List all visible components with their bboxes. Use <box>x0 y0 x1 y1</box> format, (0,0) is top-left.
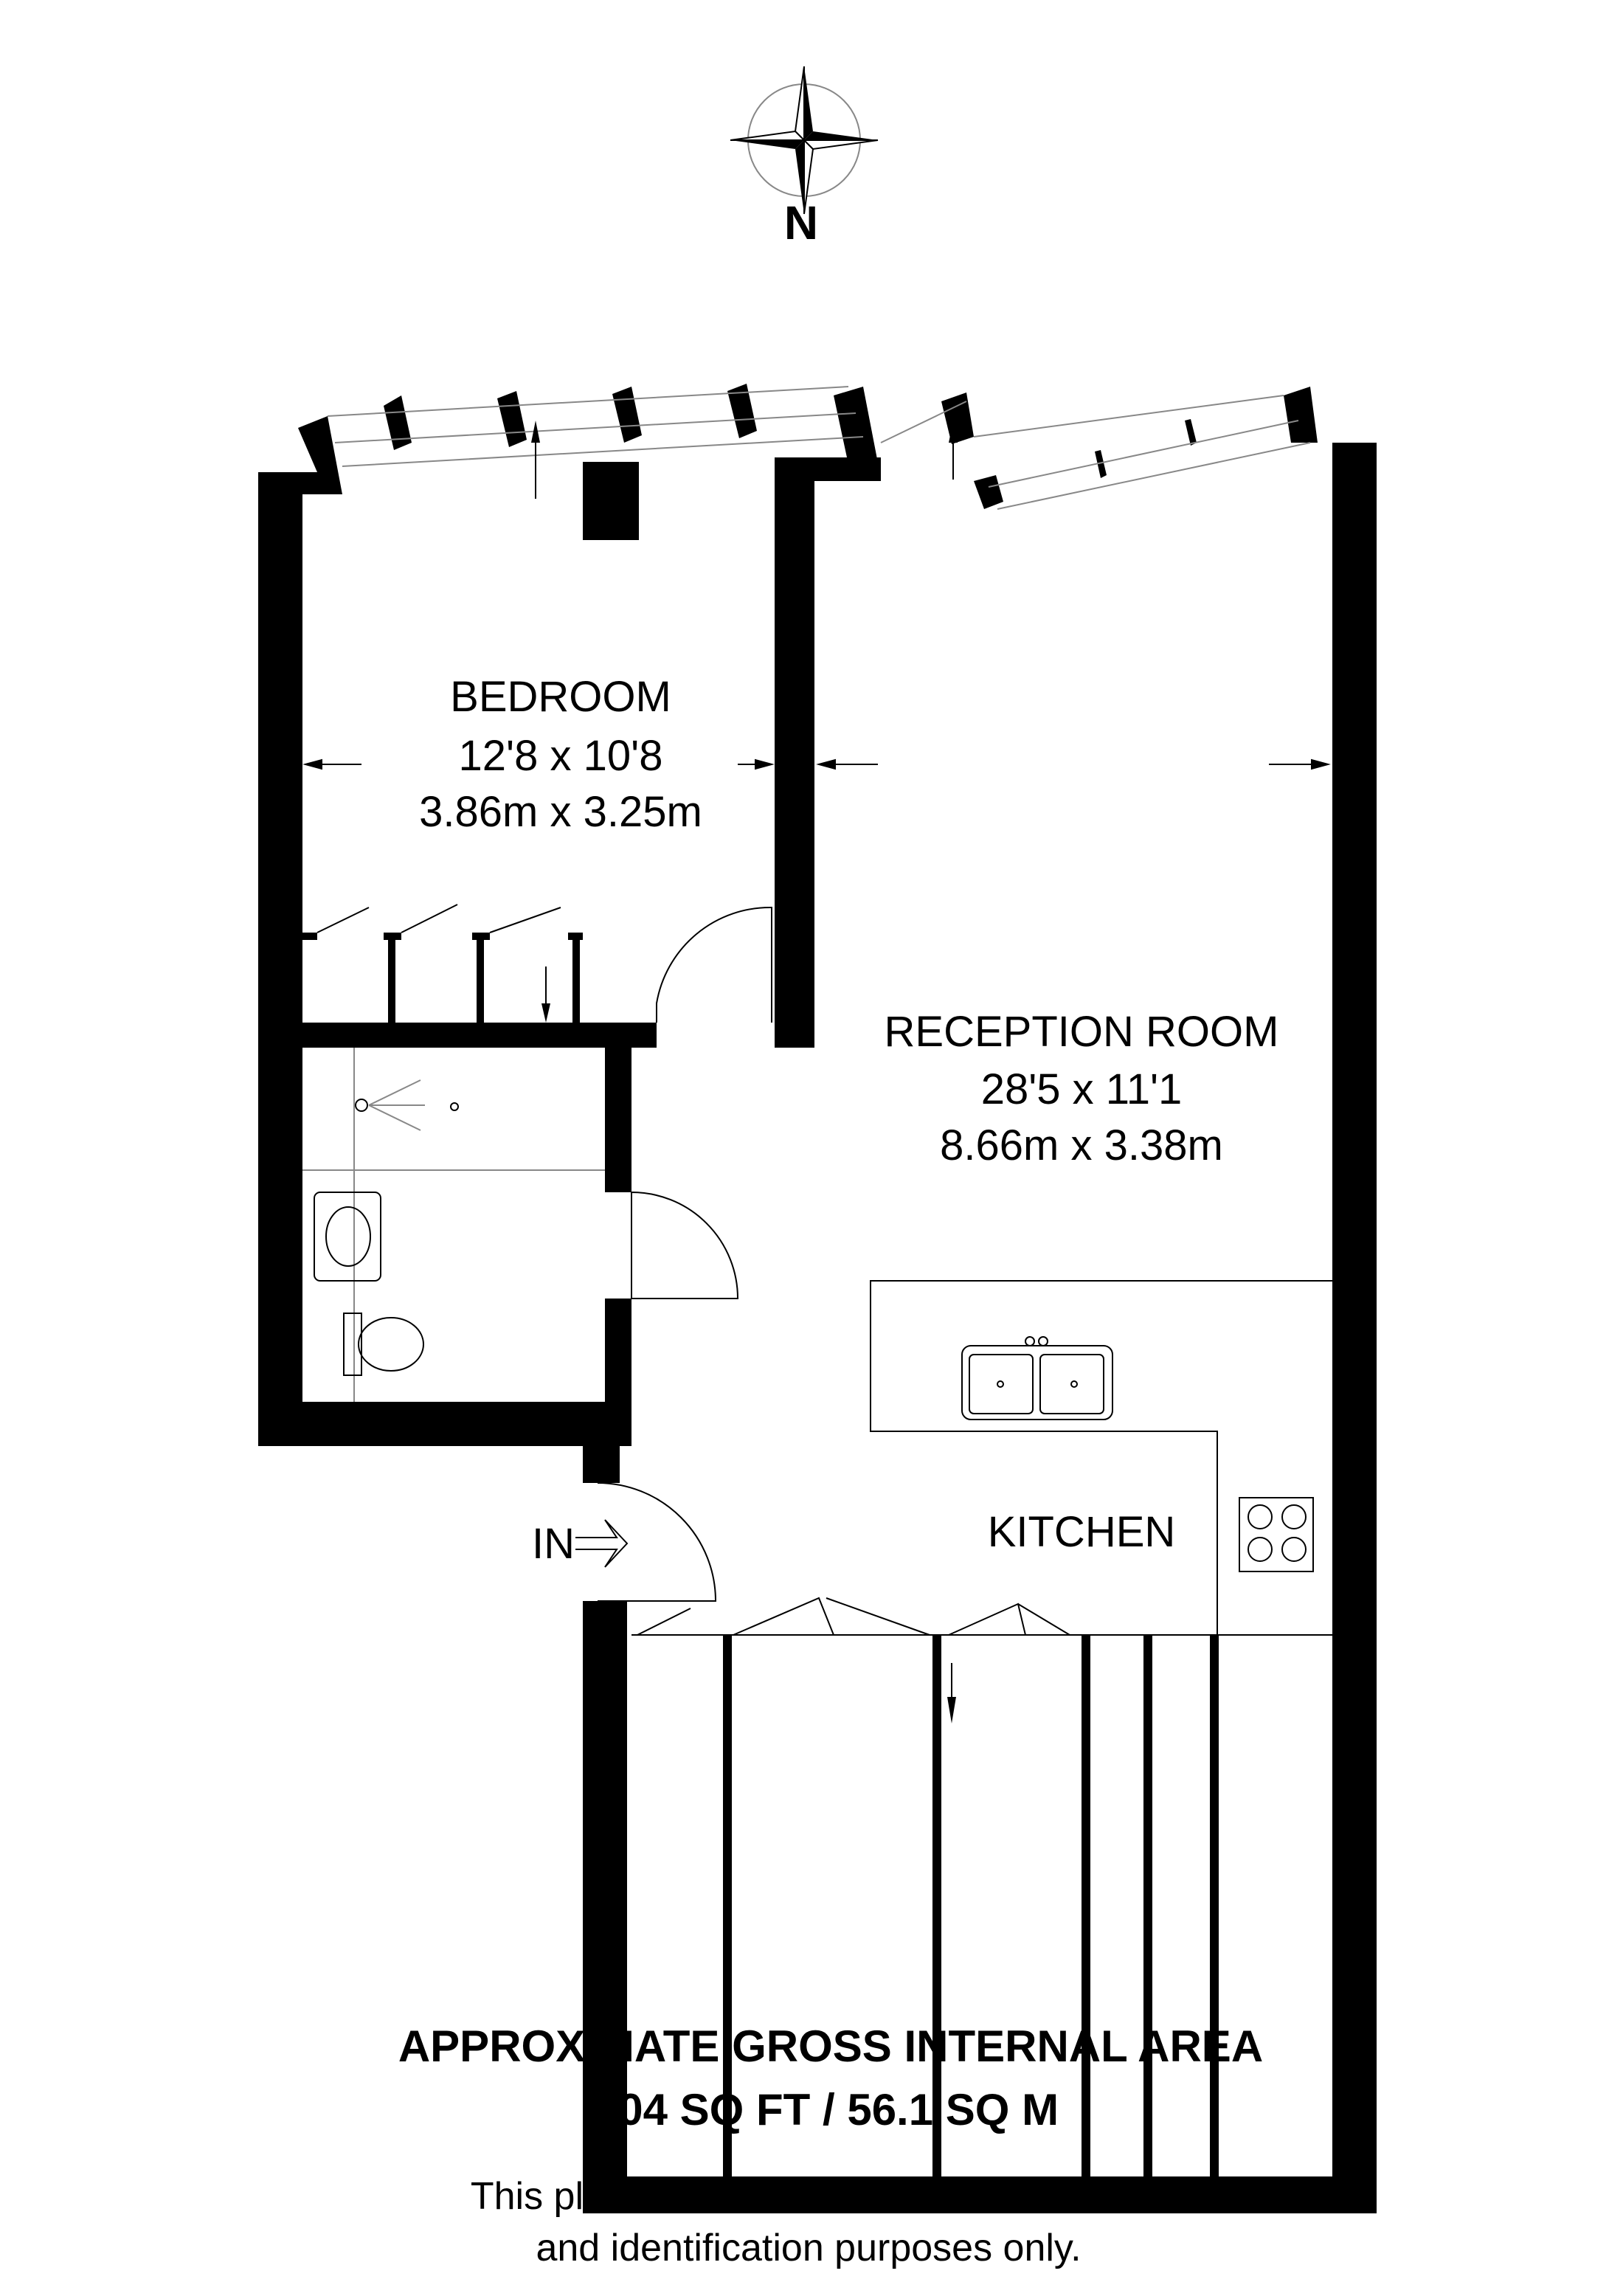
reception-name: RECEPTION ROOM <box>885 1008 1279 1056</box>
bedroom-metric: 3.86m x 3.25m <box>419 788 702 836</box>
kitchen-units <box>723 1635 1219 2176</box>
windows <box>327 386 1311 510</box>
doors <box>597 906 772 1602</box>
compass-north-label: N <box>784 196 818 249</box>
disclaimer-line-1: This plan has been drawn for illustrativ… <box>471 2175 1146 2218</box>
dimension-arrows <box>302 758 1331 770</box>
compass-rose-icon <box>730 66 879 215</box>
reception-imperial: 28'5 x 11'1 <box>981 1065 1183 1113</box>
bedroom-name: BEDROOM <box>450 673 671 721</box>
walls <box>258 384 1377 2213</box>
area-title: APPROXIMATE GROSS INTERNAL AREA <box>398 2022 1263 2071</box>
kitchen-fixtures <box>631 1280 1332 1636</box>
reception-metric: 8.66m x 3.38m <box>940 1121 1223 1169</box>
bedroom-imperial: 12'8 x 10'8 <box>459 732 663 780</box>
window-arrows <box>531 421 958 499</box>
area-value: 604 SQ FT / 56.1 SQ M <box>594 2085 1059 2134</box>
disclaimer-line-2: and identification purposes only. <box>536 2227 1081 2269</box>
entrance-arrow-icon <box>575 1519 629 1568</box>
entrance-label: IN <box>532 1520 575 1568</box>
bathroom-fixtures <box>302 1048 605 1402</box>
bedroom-wardrobe <box>302 904 583 1024</box>
kitchen-name: KITCHEN <box>988 1508 1176 1556</box>
